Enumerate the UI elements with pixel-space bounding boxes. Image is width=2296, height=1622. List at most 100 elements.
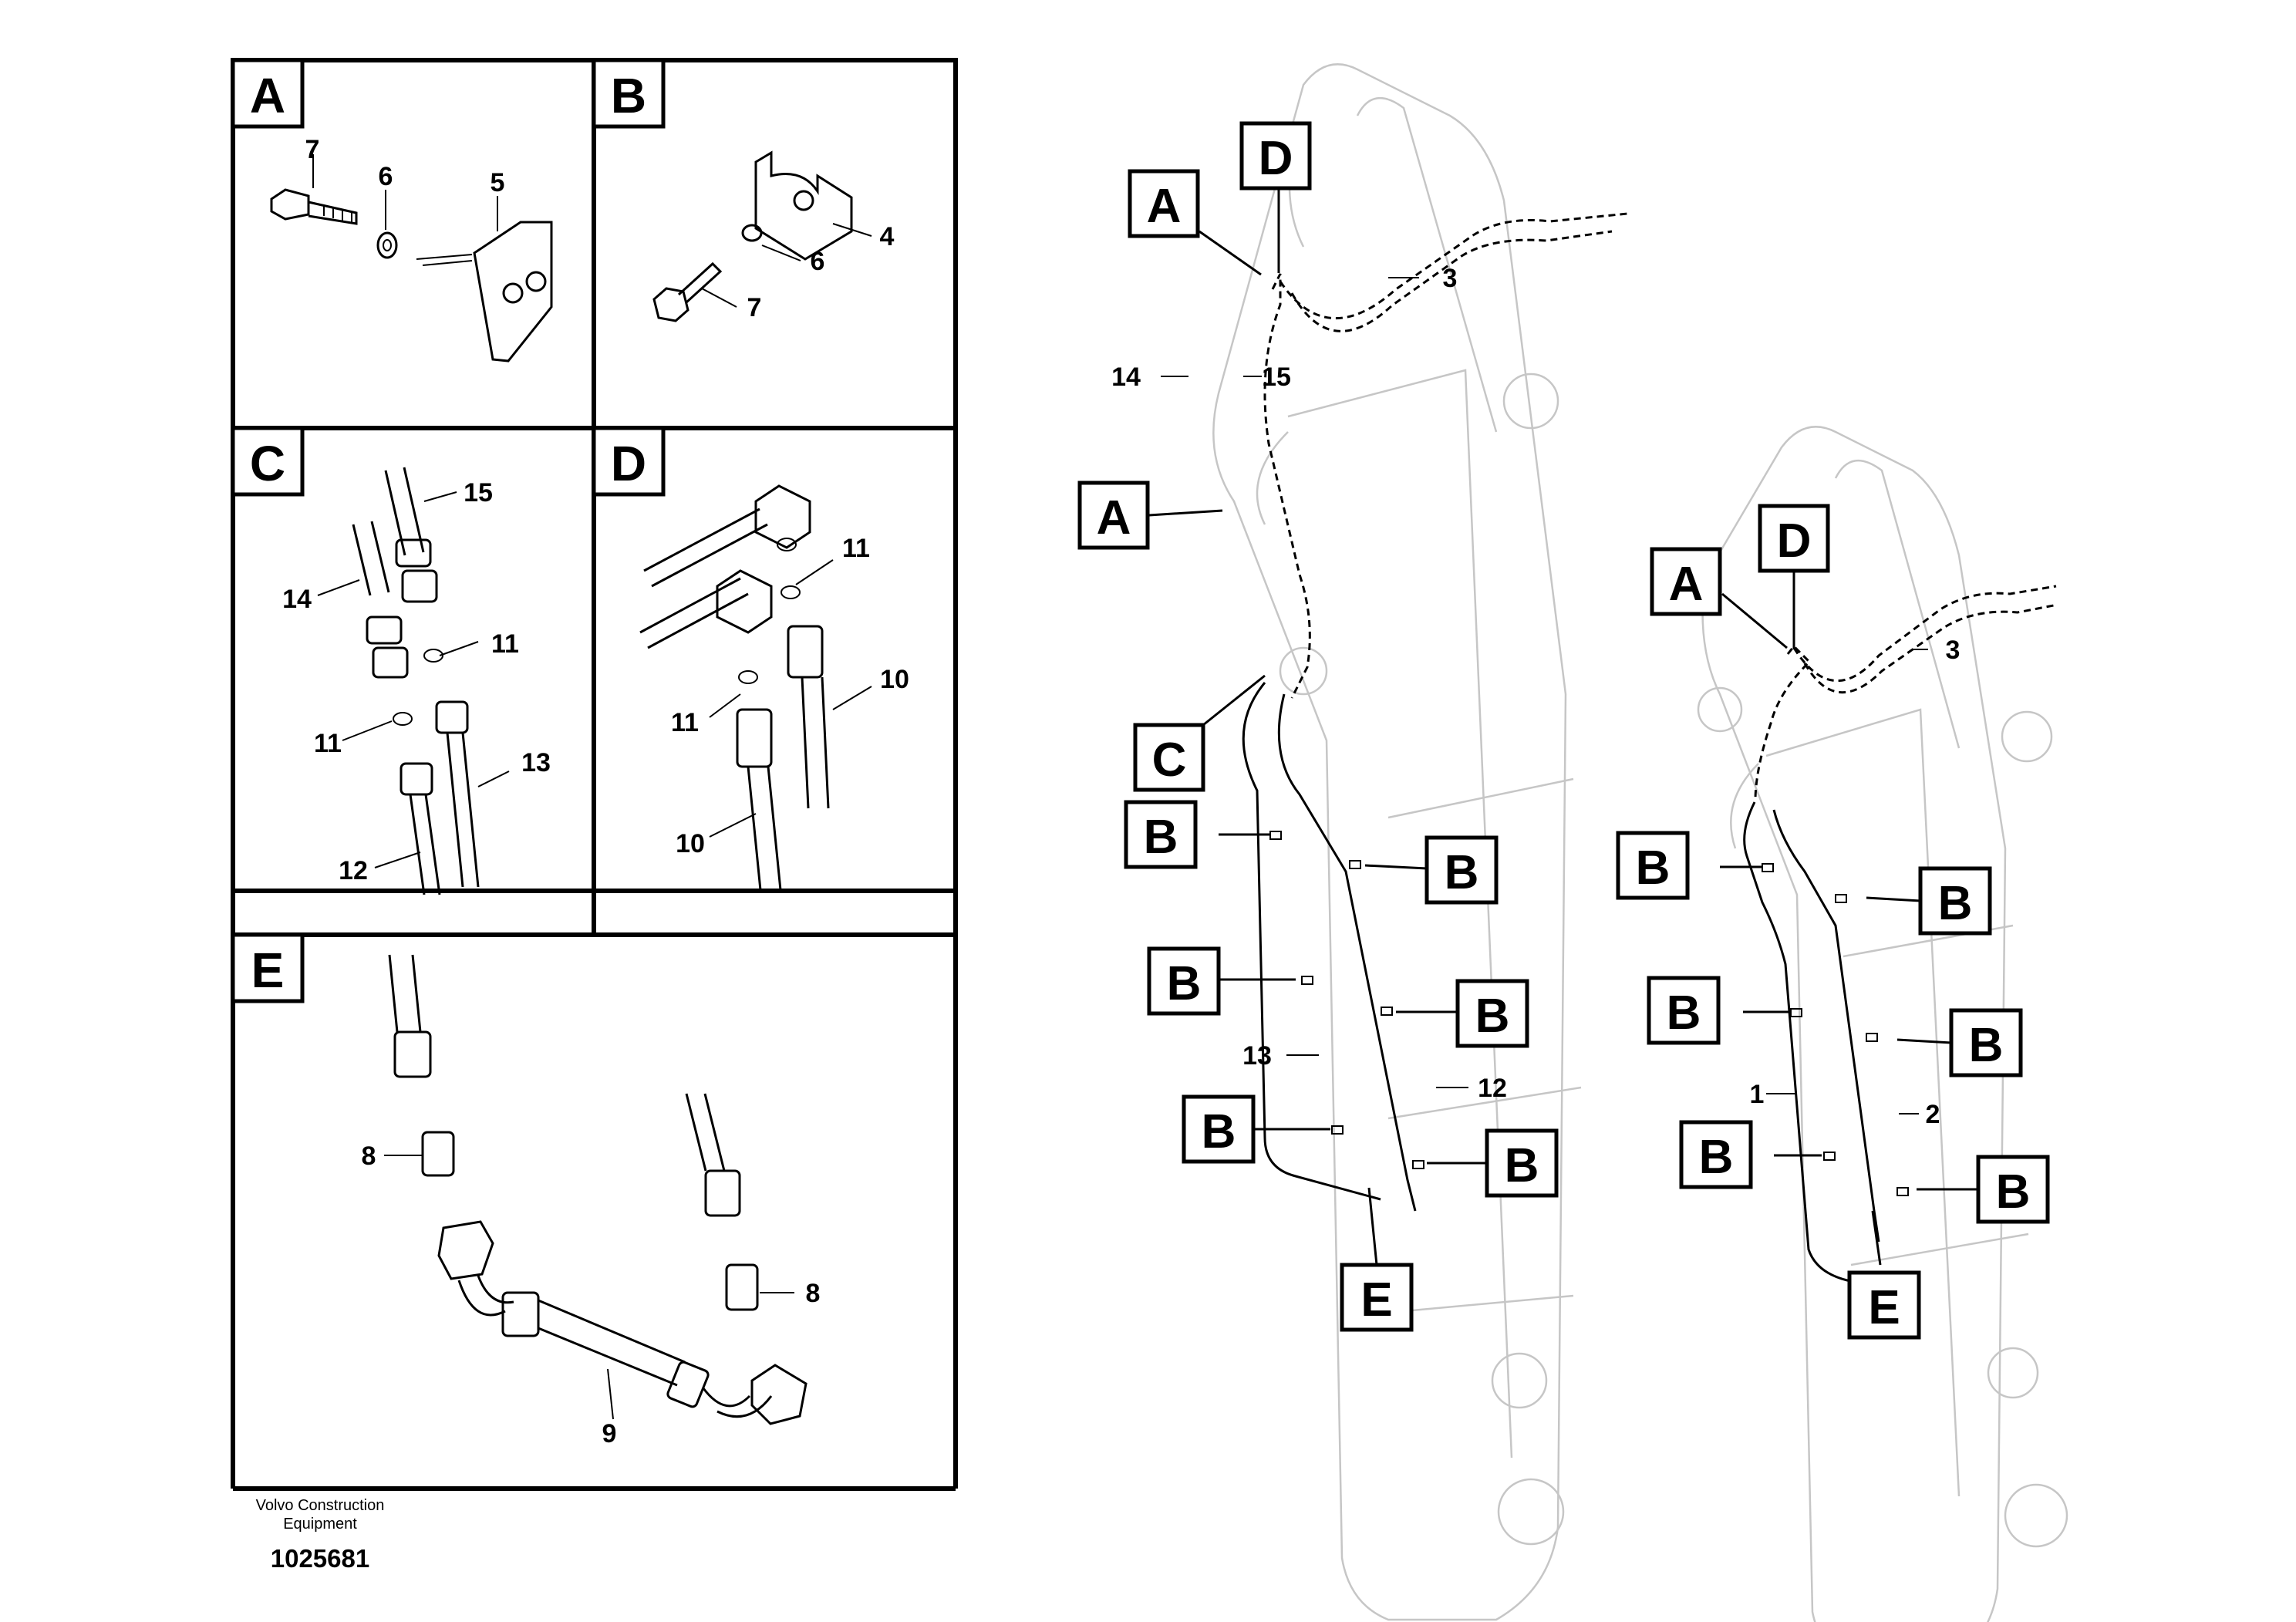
panel-c-label: C (250, 436, 285, 491)
callout-8: 8 (806, 1279, 821, 1308)
callout-3: 3 (1946, 636, 1961, 665)
callout-12: 12 (339, 856, 368, 885)
callout-14: 14 (282, 585, 312, 614)
hose-lines-right (1743, 585, 2058, 1297)
callout-box-b (1455, 979, 1529, 1048)
callout-box-e (1340, 1263, 1414, 1332)
brand-name-line2: Equipment (283, 1516, 357, 1533)
bolt-icon (270, 188, 358, 225)
hose-lines-left (1242, 212, 1628, 1212)
panel-d: D 11 11 10 10 (592, 426, 909, 891)
callout-box-b (1182, 1094, 1256, 1164)
label-b: B (1202, 1105, 1236, 1158)
footer: Volvo Construction Equipment 1025681 (231, 1496, 409, 1573)
callout-box-b (1679, 1120, 1753, 1189)
callout-11: 11 (491, 629, 519, 659)
callout-4: 4 (880, 222, 895, 251)
panel-b: B 4 6 7 (592, 58, 895, 322)
callout-box-b (1424, 835, 1499, 905)
callout-box-a (1128, 169, 1200, 238)
callout-13: 13 (1242, 1041, 1272, 1071)
callout-box-b (1616, 831, 1690, 900)
callout-15: 15 (1262, 363, 1291, 392)
callout-11: 11 (314, 729, 342, 758)
label-e: E (1868, 1281, 1900, 1334)
callout-9: 9 (602, 1419, 617, 1448)
label-b: B (1505, 1139, 1539, 1192)
callout-box-b (1918, 866, 1992, 936)
callout-11: 11 (842, 534, 870, 563)
callout-14: 14 (1111, 363, 1141, 392)
boom-outline-right (1697, 426, 2068, 1622)
leaders-right (1720, 572, 1978, 1266)
label-b: B (1938, 877, 1973, 930)
callout-7: 7 (305, 135, 320, 164)
label-a: A (1669, 558, 1704, 611)
washer-icon (741, 224, 763, 242)
label-c: C (1152, 733, 1187, 787)
bolt-icon (652, 261, 723, 322)
callout-box-b (1949, 1008, 2023, 1077)
label-b: B (1667, 986, 1701, 1040)
boom-outline-left (1212, 63, 1582, 1621)
label-d: D (1777, 514, 1812, 568)
callout-10: 10 (676, 829, 705, 858)
callout-12: 12 (1478, 1074, 1507, 1103)
callout-box-e (1847, 1270, 1921, 1340)
detail-panels-frame (231, 58, 958, 1491)
boom-left: A D A C B B B B B B E 3 14 15 13 12 (1077, 63, 1628, 1621)
callout-3: 3 (1443, 264, 1458, 293)
hose-clamp-markers-left (1269, 831, 1424, 1169)
label-b: B (1144, 811, 1178, 864)
callout-11: 11 (671, 708, 699, 737)
callout-13: 13 (521, 748, 551, 777)
label-b: B (1167, 957, 1202, 1010)
panel-c: C 15 14 11 11 13 12 (231, 426, 551, 895)
label-a: A (1147, 180, 1182, 233)
drawing-number: 1025681 (270, 1544, 370, 1573)
callout-box-a (1077, 481, 1150, 550)
callout-box-d (1758, 504, 1830, 573)
label-b: B (1445, 846, 1479, 899)
label-e: E (1360, 1273, 1392, 1327)
label-b: B (1996, 1165, 2031, 1219)
panel-e-label: E (251, 943, 285, 998)
label-d: D (1259, 132, 1293, 185)
callout-box-b (1976, 1155, 2050, 1224)
panel-a: A 7 6 5 (231, 58, 553, 363)
callout-2: 2 (1926, 1100, 1940, 1129)
label-b: B (1475, 990, 1510, 1043)
panel-d-label: D (611, 436, 646, 491)
callout-7: 7 (747, 293, 762, 322)
panel-b-label: B (611, 68, 646, 123)
callout-box-b (1147, 946, 1221, 1016)
label-b: B (1636, 841, 1671, 895)
callout-box-d (1239, 121, 1312, 191)
elbow-fittings-icon (639, 484, 830, 891)
callout-6: 6 (811, 247, 825, 276)
washer-icon (376, 231, 398, 259)
callout-5: 5 (491, 168, 505, 197)
label-b: B (1969, 1019, 2004, 1072)
hose-clamp-plate-icon (416, 221, 553, 363)
label-b: B (1699, 1131, 1734, 1184)
u-hose-assembly-icon (388, 954, 807, 1425)
callout-box-a (1650, 547, 1722, 616)
callout-8: 8 (362, 1141, 376, 1171)
callout-1: 1 (1750, 1080, 1765, 1109)
brand-name-line1: Volvo Construction (255, 1497, 385, 1514)
callout-box-b (1485, 1128, 1559, 1198)
hose-pair-icon (352, 467, 480, 895)
panel-e: E 8 8 9 (231, 932, 821, 1448)
clamp-block-icon (754, 150, 853, 261)
callout-10: 10 (880, 665, 909, 694)
boom-right: A D B B B B B B E 3 1 2 (1616, 426, 2068, 1622)
panel-a-label: A (250, 68, 285, 123)
label-a: A (1097, 491, 1131, 545)
hose-clamp-markers-right (1762, 863, 1909, 1196)
callout-box-c (1133, 723, 1205, 792)
leaders-left (1148, 188, 1487, 1266)
callout-box-b (1647, 976, 1721, 1045)
callout-box-b (1124, 800, 1198, 869)
